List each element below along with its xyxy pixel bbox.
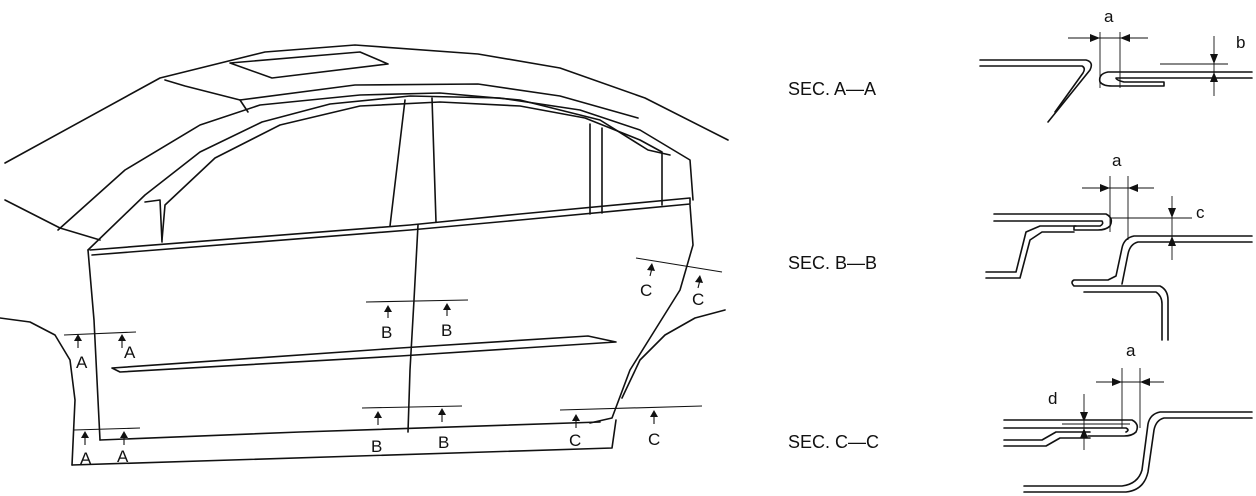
front-fender-arc: [0, 317, 76, 466]
section-bb-dim-a: a: [1112, 151, 1122, 170]
car-side-view: [0, 44, 729, 466]
cut-line-c-upper: [635, 257, 723, 273]
sunroof: [229, 51, 389, 79]
section-aa-dim-a: a: [1104, 7, 1114, 26]
section-cc-dim-d: d: [1048, 389, 1057, 408]
section-cc-detail: a d: [1003, 341, 1253, 493]
section-aa-dim-b: b: [1236, 33, 1245, 52]
section-title-bb: SEC. B—B: [788, 253, 877, 273]
section-aa-detail: a b: [979, 7, 1253, 123]
section-aa-right-panel: [1098, 71, 1253, 87]
marker-b-upper-right: B: [441, 321, 452, 340]
roof-inner-line: [164, 79, 639, 119]
side-moulding: [111, 335, 617, 373]
front-door-edge: [87, 249, 101, 441]
cut-line-b-upper: [365, 299, 469, 303]
section-title-aa: SEC. A—A: [788, 79, 876, 99]
section-bb-upper-panel: [993, 213, 1113, 231]
rocker-bottom: [71, 419, 617, 466]
section-markers: A A A A B B B B C C C C: [63, 257, 723, 468]
marker-c-upper-left: C: [640, 281, 652, 300]
section-title-cc: SEC. C—C: [788, 432, 879, 452]
door-split-line: [407, 224, 419, 433]
b-pillar-front: [389, 99, 406, 227]
marker-a-upper-left: A: [76, 353, 88, 372]
marker-b-lower-right: B: [438, 433, 449, 452]
door-frame-outer: [87, 95, 694, 251]
cut-line-b-lower: [361, 405, 463, 409]
section-aa-left-panel: [979, 59, 1093, 123]
section-cc-lower-inner: [1003, 431, 1091, 441]
belt-line: [89, 197, 691, 256]
cut-line-c-lower: [559, 405, 703, 411]
a-pillar-outer: [57, 92, 671, 231]
marker-a-lower-left: A: [80, 449, 92, 468]
cut-line-a-lower: [73, 427, 141, 431]
door-frame-inner: [144, 199, 163, 243]
rocker-line: [99, 421, 601, 441]
marker-b-lower-left: B: [371, 437, 382, 456]
marker-c-upper-right: C: [692, 290, 704, 309]
marker-a-upper-right: A: [124, 343, 136, 362]
cut-line-a-upper: [63, 331, 137, 336]
section-bb-left-inner: [985, 225, 1077, 273]
rear-fender-arc: [621, 309, 726, 399]
section-cc-dim-a: a: [1126, 341, 1136, 360]
marker-b-upper-left: B: [381, 323, 392, 342]
section-bb-detail: a c: [985, 151, 1253, 341]
rear-door-edge: [589, 204, 694, 424]
hood-line: [4, 44, 729, 164]
marker-a-lower-right: A: [117, 447, 129, 466]
section-cc-outer-panel: [1023, 411, 1253, 487]
section-cc-inner-panel: [1003, 419, 1139, 437]
section-bb-right-panel: [1071, 235, 1253, 341]
section-bb-dim-c: c: [1196, 203, 1205, 222]
marker-c-lower-right: C: [648, 430, 660, 449]
window-opening: [161, 101, 663, 241]
b-pillar-rear: [431, 97, 437, 223]
marker-c-lower-left: C: [569, 431, 581, 450]
a-pillar-edge: [239, 99, 249, 113]
